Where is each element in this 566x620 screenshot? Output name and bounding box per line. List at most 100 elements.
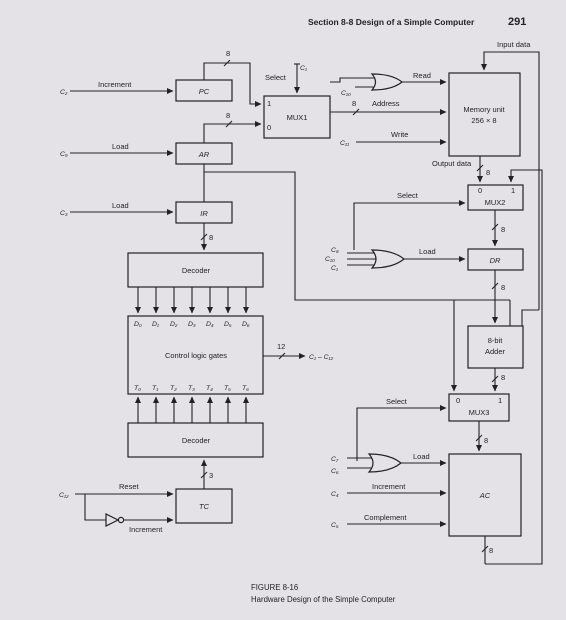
load-ac-label: Load [413, 452, 430, 461]
ac-register: AC [448, 453, 522, 537]
ar-to-mux1: 8 [203, 111, 262, 143]
tc-increment-line: Increment [84, 494, 174, 534]
ar-register: AR [175, 142, 233, 165]
adder-label-2: Adder [485, 347, 506, 356]
ir-to-mux3-bus [203, 164, 511, 392]
bus-pc-top: 8 [226, 49, 230, 58]
page-number: 291 [508, 16, 526, 28]
t1-label: T₁ [152, 385, 158, 392]
select-mux1-label: Select [265, 73, 287, 82]
c7-label: C₇ [331, 456, 339, 463]
dr-label: DR [490, 256, 501, 265]
d1-label: D₁ [152, 321, 159, 328]
decoder-bottom: Decoder [127, 422, 264, 458]
dr-or-gate: C₈ C₁₀ C₁ Load [325, 247, 466, 272]
d6-label: D₆ [242, 321, 250, 328]
mux3: 0 1 MUX3 [448, 393, 510, 422]
select-mux3-label: Select [386, 397, 408, 406]
bus-output-data: 8 [486, 168, 490, 177]
select-mux2-label: Select [397, 191, 419, 200]
d0-label: D₀ [134, 321, 142, 328]
c9-ar-label: C₉ [60, 151, 68, 158]
figure-caption: Hardware Design of the Simple Computer [251, 595, 396, 604]
t3-label: T₃ [188, 385, 195, 392]
write-line: C₁₁ Write [340, 130, 447, 147]
dr-to-adder: 8 [491, 270, 505, 324]
timing-outputs-t: T₀ T₁ T₂ T₃ T₄ T₅ T₆ [134, 385, 249, 392]
mux1-input-0: 0 [267, 123, 271, 132]
read-label: Read [413, 71, 431, 80]
bus-adder-out: 8 [501, 373, 505, 382]
c5-label: C₅ [331, 522, 339, 529]
mux2: 0 1 MUX2 [467, 184, 524, 211]
ac-complement-line: C₅ Complement [331, 513, 447, 529]
mux2-to-dr: 8 [491, 210, 505, 247]
output-data-label: Output data [432, 159, 472, 168]
d4-label: D₄ [206, 321, 214, 328]
pc-increment-line: C₂ Increment [60, 80, 174, 96]
input-data-label: Input data [497, 40, 531, 49]
load-dr-label: Load [419, 247, 436, 256]
ac-or-gate: C₇ C₆ Load [331, 452, 447, 475]
bus-dr-out: 8 [501, 283, 505, 292]
ir-register: IR [175, 201, 233, 224]
mux2-label: MUX2 [485, 198, 506, 207]
increment-ac-label: Increment [372, 482, 406, 491]
dr-register: DR [467, 248, 524, 271]
t2-label: T₂ [170, 385, 177, 392]
decoder-top-label: Decoder [182, 266, 211, 275]
d-lines [135, 287, 249, 314]
section-header: Section 8-8 Design of a Simple Computer [308, 17, 475, 27]
c12-label: C₁₂ [59, 492, 69, 499]
t4-label: T₄ [206, 385, 213, 392]
write-label: Write [391, 130, 408, 139]
increment-pc-label: Increment [98, 80, 132, 89]
c11-write-label: C₁₁ [340, 140, 349, 147]
control-logic-label: Control logic gates [165, 351, 227, 360]
c1-dr-label: C₁ [331, 265, 338, 272]
t0-label: T₀ [134, 385, 141, 392]
mux3-input-1: 1 [498, 396, 502, 405]
c10-read-label: C₁₀ [341, 90, 351, 97]
memory-label-1: Memory unit [463, 105, 505, 114]
memory-label-2: 256 × 8 [471, 116, 496, 125]
mux3-select: Select [356, 397, 447, 461]
pc-register: PC [175, 79, 233, 102]
bus-control: 12 [277, 342, 285, 351]
control-out-label: C₁ – C₁₂ [309, 354, 334, 361]
tc-counter: TC [175, 488, 233, 524]
address-bus: 8 Address [330, 99, 447, 116]
ir-to-decoder: 8 [200, 223, 213, 251]
c10-dr-label: C₁₀ [325, 256, 335, 263]
ar-label: AR [198, 150, 210, 159]
ar-load-line: C₉ Load [60, 142, 174, 158]
adder-label-1: 8-bit [488, 336, 504, 345]
complement-label: Complement [364, 513, 407, 522]
c3-ir-label: C₃ [60, 210, 68, 217]
read-or-gate: C₁₀ Read [330, 71, 447, 97]
mux1-label: MUX1 [287, 113, 308, 122]
c8-dr-label: C₈ [331, 247, 339, 254]
bus-ac-out: 8 [489, 546, 493, 555]
ir-load-line: C₃ Load [60, 201, 174, 217]
bus-mux3-out: 8 [484, 436, 488, 445]
load-ir-label: Load [112, 201, 129, 210]
c1-select-label: C₁ [300, 65, 307, 72]
mux2-input-0: 0 [478, 186, 482, 195]
c6-label: C₆ [331, 468, 339, 475]
mux1: MUX1 1 0 [263, 95, 331, 139]
ac-increment-line: C₄ Increment [331, 482, 447, 498]
mux2-select: Select [353, 191, 466, 250]
reset-label: Reset [119, 482, 140, 491]
ac-label: AC [479, 491, 491, 500]
mux1-input-1: 1 [267, 99, 271, 108]
bus-ar-in: 8 [226, 111, 230, 120]
bus-address: 8 [352, 99, 356, 108]
adder-to-mux3: 8 [491, 368, 505, 392]
increment-tc-label: Increment [129, 525, 163, 534]
t5-label: T₅ [224, 385, 231, 392]
mux3-label: MUX3 [469, 408, 490, 417]
mux1-select: Select C₁ [265, 63, 307, 94]
ac-to-mux2 [485, 169, 543, 565]
